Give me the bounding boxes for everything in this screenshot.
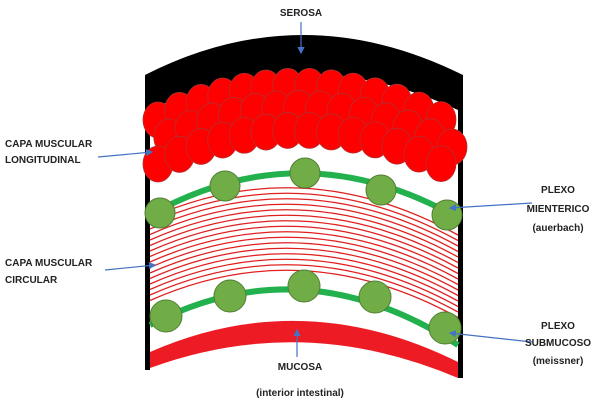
mucosa-layer — [150, 320, 458, 378]
circular-muscle-line — [149, 209, 459, 258]
circular-muscle-line — [149, 253, 459, 302]
circular-muscle-line — [149, 214, 459, 264]
submucosal-ganglion — [358, 280, 392, 314]
myenteric-ganglion — [209, 170, 241, 202]
myenteric-ganglion — [365, 174, 397, 206]
circular-muscle-line — [149, 203, 459, 253]
interior-label: (interior intestinal) — [256, 388, 344, 399]
submucoso-label-1: PLEXO — [541, 321, 575, 332]
myenteric-ganglion — [431, 199, 463, 231]
circular-muscle-line — [149, 258, 459, 308]
mienterico-label-1: PLEXO — [541, 185, 575, 196]
submucosal-ganglion — [149, 299, 183, 333]
muscle-fiber-oval — [425, 145, 457, 183]
circular-muscle-line — [149, 198, 459, 247]
circular-muscle-line — [149, 242, 459, 291]
longitudinal-muscle-layer — [142, 67, 468, 183]
circular-arrow — [104, 262, 157, 271]
circular-label-2: CIRCULAR — [5, 275, 58, 286]
longitudinal-arrow — [97, 148, 154, 158]
serosa-layer — [145, 35, 463, 378]
circular-muscle-line — [149, 192, 459, 242]
mienterico-label-2: MIENTERICO — [527, 204, 590, 215]
submucosal-ganglion — [287, 269, 321, 303]
mienterico-label-3: (auerbach) — [532, 223, 583, 234]
longitudinal-label-1: CAPA MUSCULAR — [5, 139, 93, 150]
myenteric-ganglion — [289, 157, 321, 189]
circular-muscle-line — [149, 225, 459, 275]
myenteric-ganglion — [144, 197, 176, 229]
submucoso-arrow — [448, 330, 533, 343]
circular-muscle-line — [149, 231, 459, 280]
circular-label-1: CAPA MUSCULAR — [5, 258, 93, 269]
submucoso-label-2: SUBMUCOSO — [525, 338, 591, 349]
mucosa-label: MUCOSA — [278, 362, 322, 373]
circular-muscle-line — [149, 220, 459, 269]
submucoso-label-3: (meissner) — [533, 356, 584, 367]
longitudinal-label-2: LONGITUDINAL — [5, 155, 81, 166]
circular-muscle-line — [149, 264, 459, 313]
submucosal-ganglion — [428, 311, 462, 345]
mienterico-arrow — [448, 202, 533, 212]
submucosal-ganglion — [213, 279, 247, 313]
serosa-label: SEROSA — [280, 8, 322, 19]
circular-muscle-line — [149, 236, 459, 286]
circular-muscle-layer — [149, 187, 459, 319]
circular-muscle-line — [149, 247, 459, 297]
